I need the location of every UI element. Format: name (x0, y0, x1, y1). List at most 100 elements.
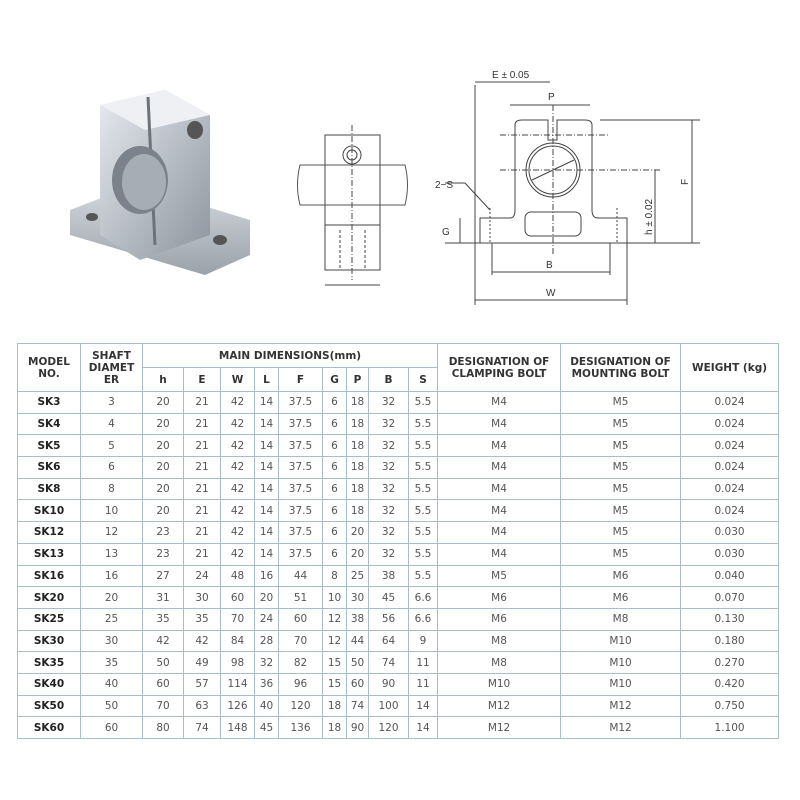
header-dim-l: L (254, 367, 279, 392)
cell-p: 18 (346, 477, 369, 501)
cell-l: 14 (254, 434, 279, 458)
cell-e: 21 (183, 434, 221, 458)
cell-e: 42 (183, 629, 221, 653)
cell-p: 20 (346, 542, 369, 566)
cell-b: 32 (368, 456, 409, 479)
cell-mounting-bolt: M5 (560, 456, 682, 479)
cell-s: 6.6 (407, 607, 439, 631)
cell-e: 21 (183, 391, 221, 414)
dim-label-b: B (546, 260, 553, 271)
cell-s: 5.5 (407, 412, 439, 436)
header-dim-s: S (407, 367, 439, 392)
cell-s: 5.5 (407, 564, 439, 588)
cell-e: 74 (183, 716, 221, 739)
cell-b: 120 (368, 716, 409, 739)
cell-l: 14 (254, 477, 279, 501)
cell-l: 14 (254, 412, 279, 436)
cell-h: 20 (142, 434, 184, 458)
cell-shaft-diameter: 10 (80, 499, 143, 523)
cell-b: 32 (368, 521, 409, 544)
cell-w: 48 (220, 564, 255, 588)
cell-p: 20 (346, 521, 369, 544)
cell-h: 23 (142, 542, 184, 566)
cell-l: 14 (254, 521, 279, 544)
cell-clamping-bolt: M4 (437, 412, 562, 436)
cell-w: 42 (220, 434, 255, 458)
header-dim-b: B (368, 367, 409, 392)
cell-p: 50 (346, 651, 369, 674)
cell-h: 42 (142, 629, 184, 653)
cell-w: 126 (220, 694, 255, 718)
cell-b: 90 (368, 672, 409, 696)
cell-f: 44 (278, 564, 323, 588)
cell-weight: 0.024 (680, 434, 780, 458)
cell-h: 23 (142, 521, 184, 544)
cell-w: 84 (220, 629, 255, 653)
header-main-dimensions: MAIN DIMENSIONS(mm) (141, 343, 439, 368)
cell-p: 30 (346, 586, 369, 609)
cell-shaft-diameter: 4 (80, 412, 143, 436)
cell-shaft-diameter: 20 (80, 586, 143, 609)
cell-clamping-bolt: M4 (437, 477, 562, 501)
cell-f: 37.5 (278, 521, 323, 544)
product-photo (70, 90, 250, 275)
cell-model: SK25 (17, 607, 81, 631)
cell-l: 14 (254, 542, 279, 566)
cell-s: 5.5 (407, 391, 439, 414)
cell-g: 12 (322, 629, 347, 653)
cell-shaft-diameter: 60 (80, 716, 143, 739)
cell-e: 21 (183, 499, 221, 523)
cell-clamping-bolt: M8 (437, 651, 562, 674)
cell-mounting-bolt: M5 (560, 499, 682, 523)
cell-clamping-bolt: M6 (437, 607, 562, 631)
dim-label-s: 2−S (435, 180, 453, 191)
cell-weight: 0.030 (680, 542, 780, 566)
dim-label-e: E ± 0.05 (492, 70, 530, 81)
cell-w: 114 (220, 672, 255, 696)
cell-e: 21 (183, 456, 221, 479)
cell-weight: 0.750 (680, 694, 780, 718)
cell-h: 20 (142, 499, 184, 523)
cell-model: SK5 (17, 434, 81, 458)
cell-l: 20 (254, 586, 279, 609)
cell-shaft-diameter: 3 (80, 391, 143, 414)
cell-s: 5.5 (407, 499, 439, 523)
cell-h: 27 (142, 564, 184, 588)
cell-h: 60 (142, 672, 184, 696)
cell-e: 21 (183, 477, 221, 501)
cell-p: 38 (346, 607, 369, 631)
cell-model: SK3 (17, 391, 81, 414)
cell-shaft-diameter: 5 (80, 434, 143, 458)
cell-b: 32 (368, 434, 409, 458)
cell-mounting-bolt: M5 (560, 477, 682, 501)
cell-p: 90 (346, 716, 369, 739)
cell-f: 37.5 (278, 412, 323, 436)
cell-s: 5.5 (407, 477, 439, 501)
cell-clamping-bolt: M10 (437, 672, 562, 696)
cell-b: 56 (368, 607, 409, 631)
cell-w: 42 (220, 542, 255, 566)
cell-b: 45 (368, 586, 409, 609)
cell-l: 14 (254, 456, 279, 479)
cell-w: 42 (220, 499, 255, 523)
cell-weight: 0.130 (680, 607, 780, 631)
cell-g: 6 (322, 412, 347, 436)
front-view-drawing: E ± 0.05 P 2−S G B W h ± 0.02 F (435, 70, 700, 305)
cell-b: 100 (368, 694, 409, 718)
cell-h: 35 (142, 607, 184, 631)
cell-h: 20 (142, 391, 184, 414)
cell-b: 38 (368, 564, 409, 588)
cell-f: 37.5 (278, 542, 323, 566)
cell-shaft-diameter: 25 (80, 607, 143, 631)
cell-weight: 0.270 (680, 651, 780, 674)
cell-w: 42 (220, 391, 255, 414)
cell-p: 18 (346, 434, 369, 458)
cell-g: 8 (322, 564, 347, 588)
cell-model: SK12 (17, 521, 81, 544)
cell-clamping-bolt: M6 (437, 586, 562, 609)
cell-weight: 0.024 (680, 499, 780, 523)
